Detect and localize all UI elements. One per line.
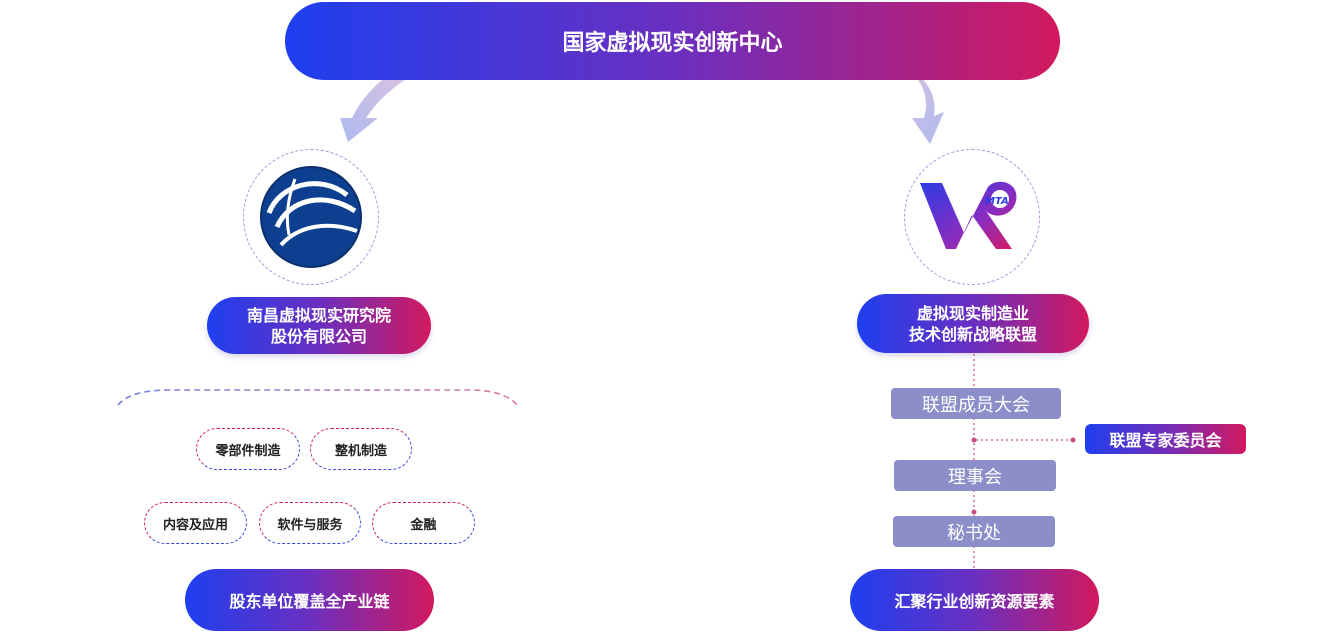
chip-content-application: 内容及应用 bbox=[144, 502, 247, 544]
innovation-resources-label: 汇聚行业创新资源要素 bbox=[894, 592, 1055, 611]
innovation-resources-pill: 汇聚行业创新资源要素 bbox=[850, 569, 1099, 631]
org-secretariat: 秘书处 bbox=[893, 516, 1055, 547]
alliance-line2: 技术创新战略联盟 bbox=[908, 324, 1037, 344]
top-banner: 国家虚拟现实创新中心 bbox=[285, 2, 1060, 80]
shareholder-coverage-pill: 股东单位覆盖全产业链 bbox=[185, 569, 434, 631]
org-label: 秘书处 bbox=[947, 522, 1001, 544]
org-member-assembly: 联盟成员大会 bbox=[891, 388, 1061, 419]
company-line2: 股份有限公司 bbox=[270, 326, 367, 346]
chip-label: 零部件制造 bbox=[215, 443, 281, 459]
alliance-pill: 虚拟现实制造业 技术创新战略联盟 bbox=[857, 294, 1089, 353]
mta-logo-icon bbox=[920, 181, 1017, 249]
nanchang-logo-icon bbox=[260, 166, 362, 268]
chip-label: 内容及应用 bbox=[162, 517, 228, 533]
expert-committee-label: 联盟专家委员会 bbox=[1109, 431, 1222, 450]
nanchang-company-pill: 南昌虚拟现实研究院 股份有限公司 bbox=[207, 297, 431, 354]
top-title: 国家虚拟现实创新中心 bbox=[562, 31, 783, 56]
chip-label: 软件与服务 bbox=[277, 517, 343, 533]
company-line1: 南昌虚拟现实研究院 bbox=[246, 305, 391, 325]
org-council: 理事会 bbox=[894, 460, 1056, 491]
arrow-right bbox=[850, 42, 944, 144]
chip-parts-manufacturing: 零部件制造 bbox=[196, 428, 300, 470]
org-label: 理事会 bbox=[948, 466, 1002, 488]
shareholder-coverage-label: 股东单位覆盖全产业链 bbox=[229, 592, 390, 611]
mta-logo-circle: MTA bbox=[904, 149, 1040, 285]
org-label: 联盟成员大会 bbox=[922, 394, 1030, 416]
chip-label: 金融 bbox=[410, 517, 437, 533]
mta-logo-text: MTA bbox=[985, 196, 1009, 207]
chip-machine-manufacturing: 整机制造 bbox=[310, 428, 412, 470]
chip-software-service: 软件与服务 bbox=[259, 502, 361, 544]
alliance-line1: 虚拟现实制造业 bbox=[916, 303, 1029, 323]
expert-committee-box: 联盟专家委员会 bbox=[1085, 424, 1246, 454]
dashed-arc bbox=[117, 389, 519, 407]
nanchang-logo-circle bbox=[243, 149, 379, 285]
chip-finance: 金融 bbox=[372, 502, 475, 544]
chip-label: 整机制造 bbox=[334, 443, 387, 459]
